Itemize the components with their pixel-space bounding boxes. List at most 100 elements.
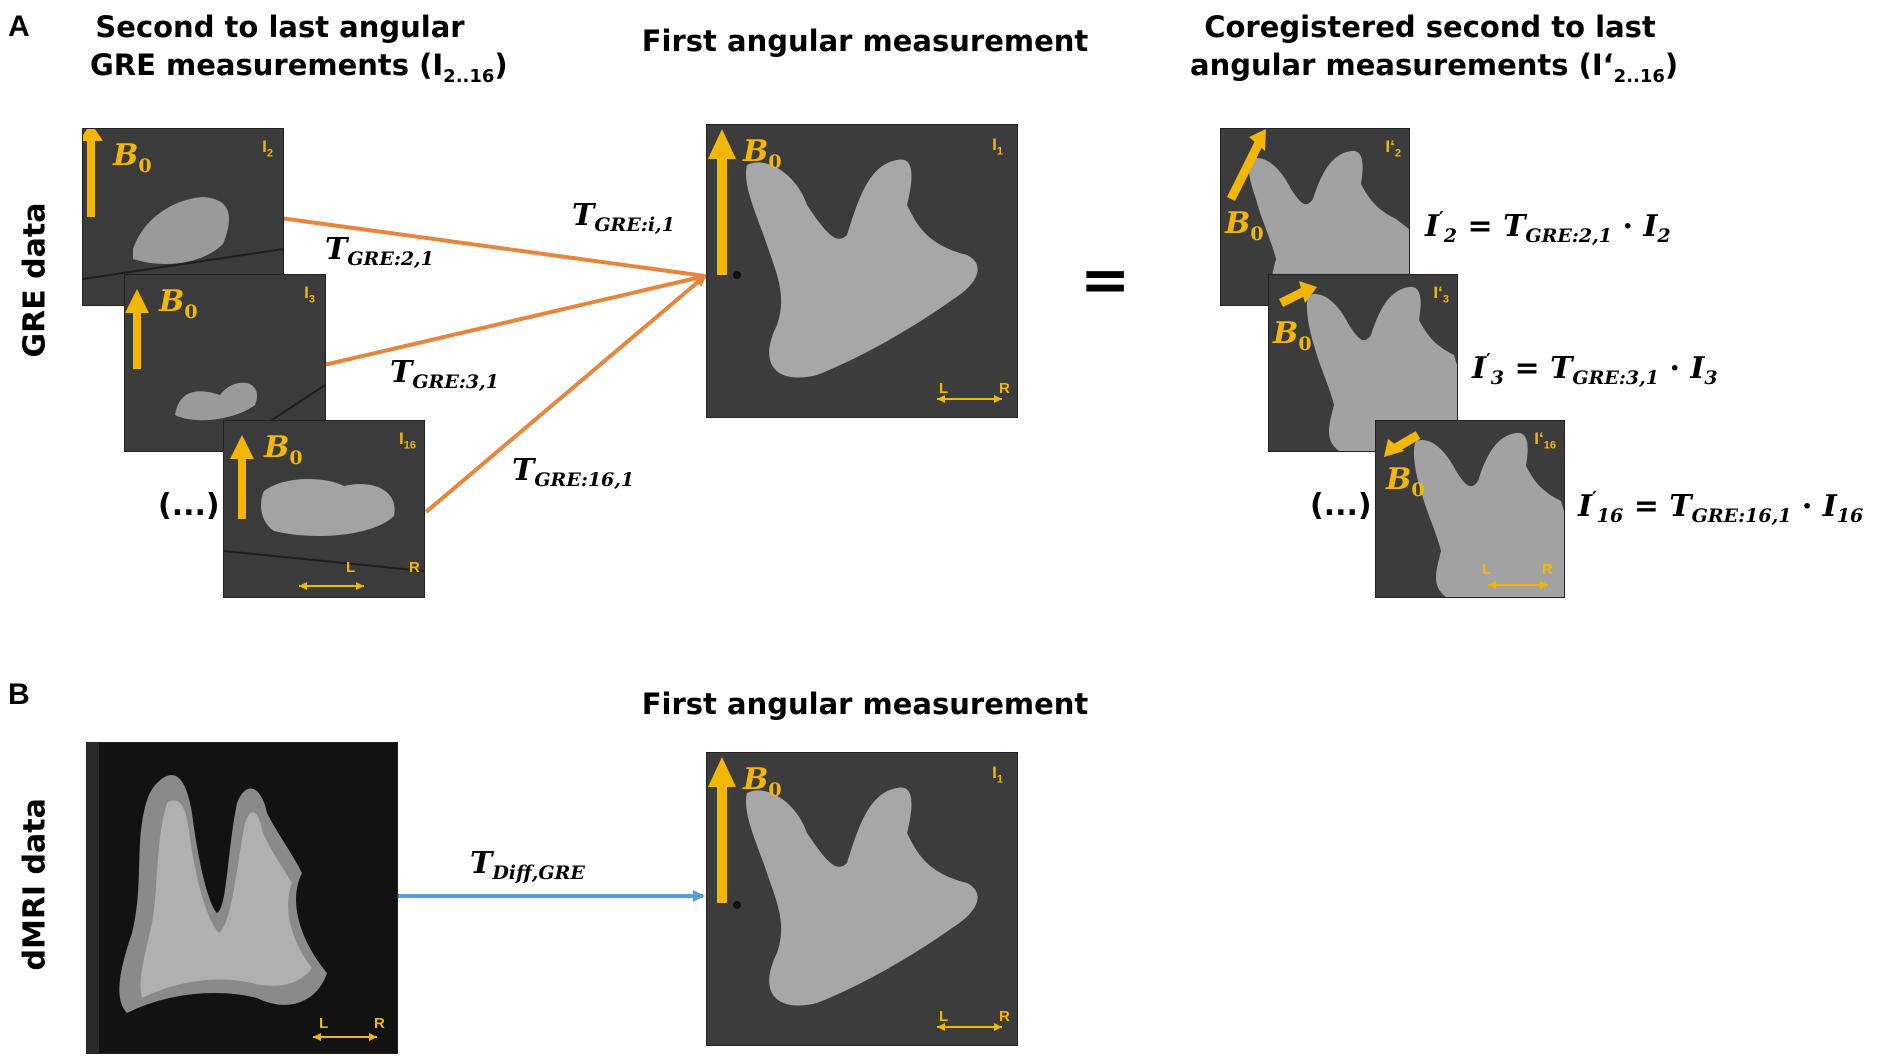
eq-rhs: I bbox=[1643, 209, 1658, 244]
image-tag-i2: I2 bbox=[262, 137, 273, 159]
heading-source-sub: 2..16 bbox=[443, 65, 495, 87]
heading-source-close: ) bbox=[494, 48, 508, 82]
tag-sub: 3 bbox=[308, 293, 315, 306]
heading-reference-image: First angular measurement bbox=[641, 24, 1089, 58]
tag-letter: I bbox=[992, 135, 997, 154]
t-letter: T bbox=[470, 846, 493, 881]
image-ip3: B0 I‘3 bbox=[1268, 274, 1458, 452]
image-ip16: B0 I‘16 L R bbox=[1375, 420, 1565, 598]
eq-t-sub: GRE:2,1 bbox=[1525, 225, 1612, 247]
image-ip3-canvas bbox=[1269, 275, 1457, 451]
tag-letter: I bbox=[304, 283, 309, 302]
b0-letter: B bbox=[743, 762, 769, 797]
eq-t: T bbox=[1669, 489, 1692, 524]
image-tag-ip2: I‘2 bbox=[1385, 137, 1401, 159]
arrow-t21 bbox=[279, 216, 706, 278]
heading-coregistered-images: Coregistered second to last angular meas… bbox=[1190, 8, 1678, 96]
eq-lhs: I bbox=[1425, 209, 1440, 244]
b0-sub: 0 bbox=[184, 301, 198, 323]
left-label: L bbox=[1482, 561, 1492, 578]
arrow-t161 bbox=[424, 274, 707, 514]
t-sub: GRE:16,1 bbox=[534, 469, 635, 491]
heading-source-line1: Second to last angular bbox=[95, 10, 465, 44]
left-label: L bbox=[346, 559, 356, 576]
tag-letter: I bbox=[262, 137, 267, 156]
b0-letter: B bbox=[1273, 316, 1299, 351]
b0-label: B0 bbox=[743, 765, 782, 805]
eq-t-sub: GRE:3,1 bbox=[1572, 367, 1659, 389]
heading-coreg-close: ) bbox=[1664, 48, 1679, 82]
tag-sub: 1 bbox=[996, 145, 1003, 158]
t-sub: GRE:2,1 bbox=[347, 248, 434, 270]
image-dmri-canvas bbox=[87, 743, 397, 1053]
equals-sign: = bbox=[1080, 245, 1131, 315]
heading-source-images: Second to last angular GRE measurements … bbox=[90, 8, 508, 96]
right-label: R bbox=[374, 1015, 385, 1032]
eq-lhs: I bbox=[1472, 351, 1487, 386]
image-i1-b: B0 I1 L R bbox=[706, 752, 1018, 1046]
left-label: L bbox=[939, 380, 949, 397]
b0-sub: 0 bbox=[1250, 223, 1264, 245]
image-tag-i1-b: I1 bbox=[992, 763, 1003, 785]
b0-label: B0 bbox=[1225, 209, 1264, 249]
tag-sub: 1 bbox=[996, 773, 1003, 786]
image-dmri: L R bbox=[86, 742, 398, 1054]
b0-sub: 0 bbox=[1298, 333, 1312, 355]
arrow-t31 bbox=[323, 274, 706, 367]
label-t21: TGRE:2,1 bbox=[325, 232, 434, 270]
b0-letter: B bbox=[743, 134, 769, 169]
image-ip16-canvas bbox=[1376, 421, 1564, 597]
eq-lhs-sub: 3 bbox=[1490, 367, 1505, 389]
b0-letter: B bbox=[1225, 206, 1251, 241]
b0-label: B0 bbox=[743, 137, 782, 177]
row-label-dmri: dMRI data bbox=[17, 798, 53, 971]
eq-dot: · bbox=[1801, 489, 1813, 524]
image-i16-canvas bbox=[224, 421, 424, 597]
heading-source-line2: GRE measurements (I2..16) bbox=[90, 46, 508, 96]
eq-rhs-sub: 2 bbox=[1657, 225, 1671, 247]
t-letter: T bbox=[325, 232, 348, 267]
b0-letter: B bbox=[113, 138, 139, 173]
image-i16: B0 I16 L R bbox=[223, 420, 425, 598]
b0-sub: 0 bbox=[1411, 479, 1425, 501]
eq-t: T bbox=[1550, 351, 1573, 386]
tag-sub: 16 bbox=[403, 439, 416, 452]
equation-ip2: I′2 = TGRE:2,1 · I2 bbox=[1425, 208, 1671, 247]
b0-label: B0 bbox=[1386, 465, 1425, 505]
image-tag-ip3: I‘3 bbox=[1433, 283, 1449, 305]
equation-ip16: I′16 = TGRE:16,1 · I16 bbox=[1578, 488, 1863, 527]
t-letter: T bbox=[572, 198, 595, 233]
eq-prime: ′ bbox=[1486, 350, 1491, 371]
heading-coreg-line2: angular measurements (I‘2..16) bbox=[1190, 46, 1678, 96]
b0-label: B0 bbox=[113, 141, 152, 181]
t-sub: Diff,GRE bbox=[492, 862, 585, 884]
label-t-diff: TDiff,GRE bbox=[470, 846, 585, 884]
label-t161: TGRE:16,1 bbox=[512, 453, 634, 491]
b0-sub: 0 bbox=[768, 779, 782, 801]
right-label: R bbox=[409, 559, 420, 576]
eq-rhs: I bbox=[1690, 351, 1705, 386]
panel-a-letter: A bbox=[8, 10, 30, 43]
t-sub: GRE:3,1 bbox=[412, 371, 499, 393]
tag-letter: I‘ bbox=[1433, 283, 1443, 302]
equation-ip3: I′3 = TGRE:3,1 · I3 bbox=[1472, 350, 1718, 389]
ellipsis-coregistered: (...) bbox=[1310, 488, 1372, 523]
eq-rhs: I bbox=[1822, 489, 1837, 524]
eq-dot: · bbox=[1622, 209, 1633, 244]
label-ti1: TGRE:i,1 bbox=[572, 198, 675, 236]
tag-sub: 3 bbox=[1442, 293, 1449, 306]
eq-equals: = bbox=[1467, 209, 1493, 244]
b0-sub: 0 bbox=[289, 447, 303, 469]
b0-letter: B bbox=[159, 284, 185, 319]
image-tag-i3: I3 bbox=[304, 283, 315, 305]
image-tag-i16: I16 bbox=[399, 429, 416, 451]
b0-sub: 0 bbox=[138, 155, 152, 177]
eq-equals: = bbox=[1514, 351, 1540, 386]
eq-prime: ′ bbox=[1592, 488, 1597, 509]
image-tag-ip16: I‘16 bbox=[1534, 429, 1556, 451]
tag-letter: I bbox=[992, 763, 997, 782]
eq-rhs-sub: 3 bbox=[1704, 367, 1718, 389]
label-t31: TGRE:3,1 bbox=[390, 355, 499, 393]
eq-t: T bbox=[1503, 209, 1526, 244]
